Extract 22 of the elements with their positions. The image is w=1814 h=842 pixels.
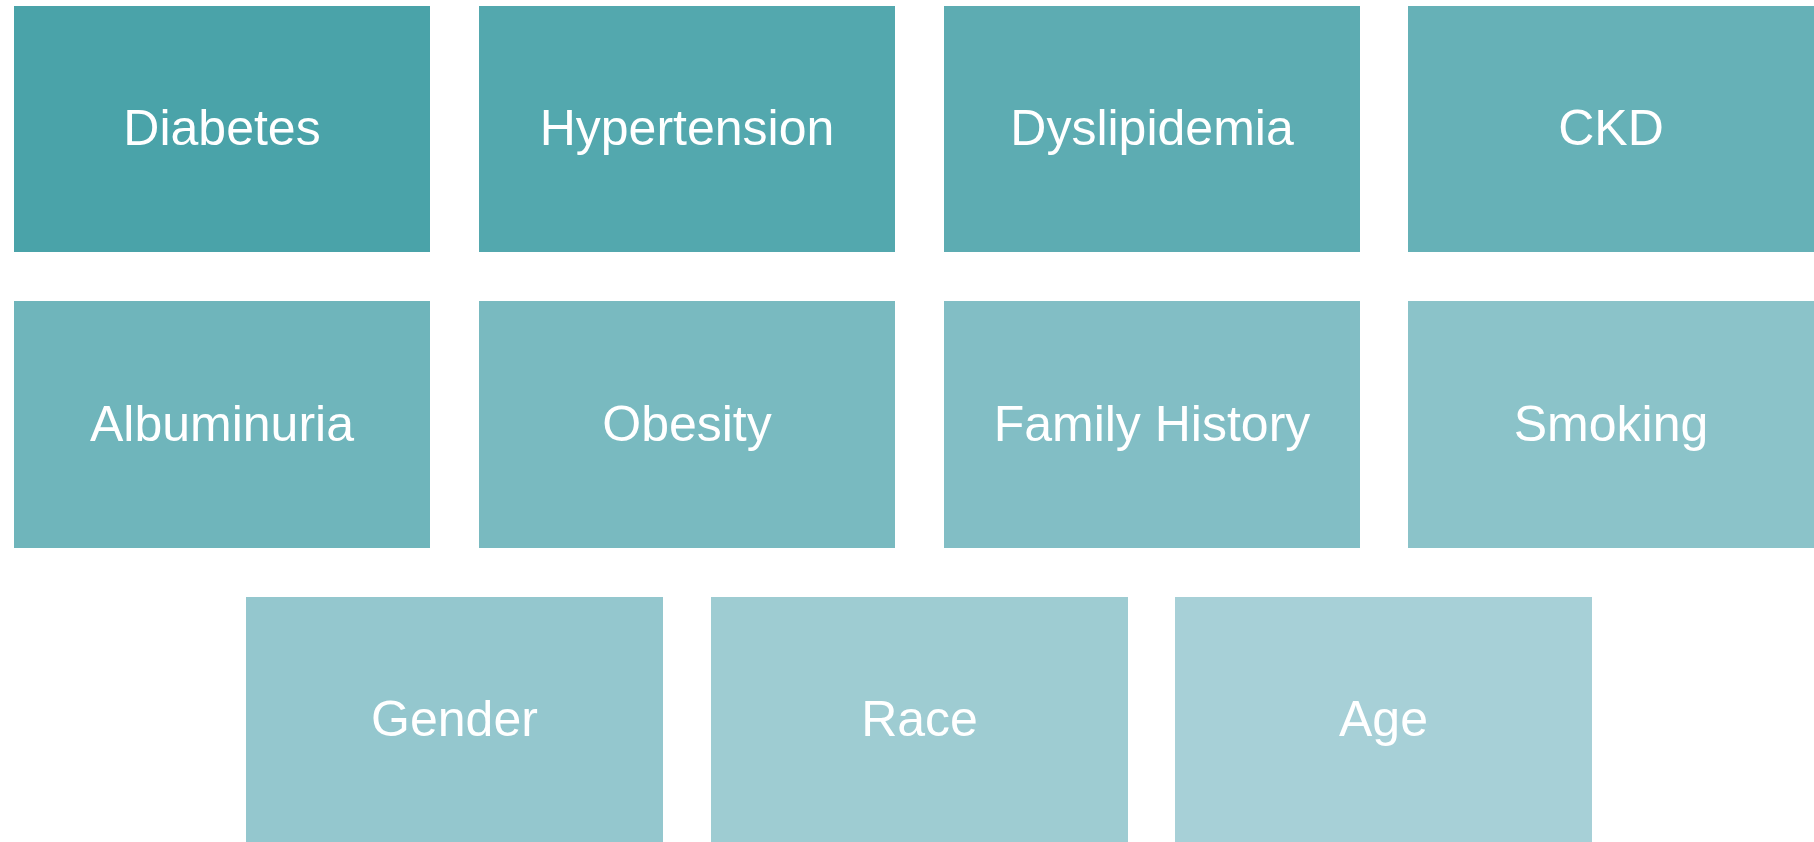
box-label: Obesity (601, 395, 773, 454)
category-box (479, 6, 895, 252)
box-label: Diabetes (122, 100, 322, 158)
box-label: Gender (370, 690, 539, 749)
box-label: Dyslipidemia (1009, 100, 1295, 158)
box-label: Race (860, 690, 979, 749)
category-box (1175, 597, 1592, 842)
category-box (14, 6, 430, 252)
box-label: Smoking (1512, 395, 1710, 454)
category-box (1408, 301, 1814, 548)
box-label: Family History (992, 395, 1312, 454)
box-label: Albuminuria (89, 395, 355, 454)
category-box (479, 301, 895, 548)
box-label: CKD (1557, 100, 1665, 158)
box-label: Age (1338, 690, 1429, 749)
category-box (711, 597, 1128, 842)
box-label: Hypertension (538, 100, 836, 158)
category-box (944, 301, 1360, 548)
category-box (1408, 6, 1814, 252)
category-box (14, 301, 430, 548)
category-box (246, 597, 663, 842)
category-box (944, 6, 1360, 252)
